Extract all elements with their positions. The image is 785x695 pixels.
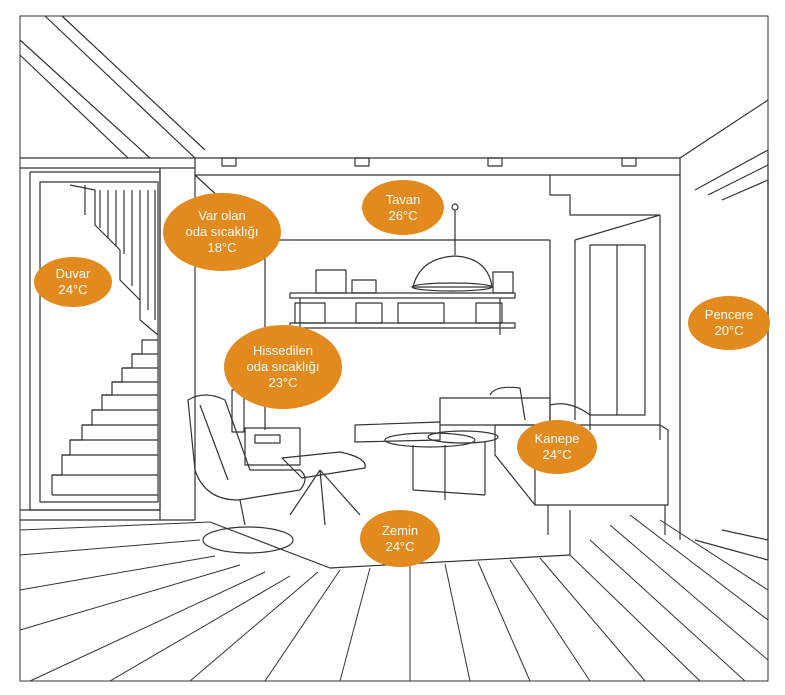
label-duvar-temp: 24°C [58, 282, 88, 297]
floorboards [19, 514, 769, 682]
label-hissedilen-line2: oda sıcaklığı [246, 359, 320, 374]
label-kanepe-name: Kanepe [534, 431, 580, 446]
label-zemin-temp: 24°C [385, 538, 415, 554]
label-var-olan-temp: 18°C [207, 240, 237, 255]
staircase [51, 184, 159, 496]
label-hissedilen-line1: Hissedilen [253, 343, 313, 358]
label-hissedilen-temp: 23°C [268, 375, 298, 390]
rug [209, 510, 571, 569]
label-zemin: Zemin 24°C [360, 510, 440, 567]
label-hissedilen-oda-sicakligi: Hissedilen oda sıcaklığı 23°C [224, 325, 342, 409]
label-duvar: Duvar 24°C [34, 257, 112, 307]
label-pencere: Pencere 20°C [688, 296, 770, 350]
label-var-olan-line1: Var olan [198, 208, 246, 223]
armchair [187, 394, 366, 554]
label-pencere-name: Pencere [704, 307, 754, 322]
label-tavan: Tavan 26°C [362, 180, 444, 235]
label-kanepe-temp: 24°C [542, 447, 572, 462]
label-pencere-temp: 20°C [714, 323, 744, 338]
label-kanepe: Kanepe 24°C [517, 420, 597, 474]
coffee-tables [384, 430, 499, 500]
label-var-olan-line2: oda sıcaklığı [185, 224, 259, 239]
label-tavan-name: Tavan [385, 191, 421, 207]
label-tavan-temp: 26°C [388, 207, 418, 223]
label-duvar-name: Duvar [55, 266, 91, 281]
ceiling-beams [19, 15, 206, 159]
pendant-lamp [411, 203, 493, 292]
ceiling-soffit [194, 157, 681, 241]
label-zemin-name: Zemin [381, 522, 419, 538]
label-var-olan-oda-sicakligi: Var olan oda sıcaklığı 18°C [163, 193, 281, 271]
right-wall-windows [574, 99, 769, 561]
